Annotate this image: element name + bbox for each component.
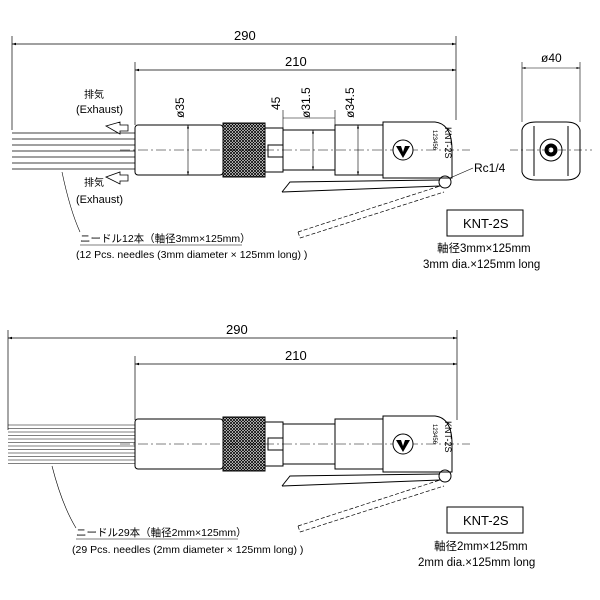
top-dim-210-label: 210 [285,54,307,69]
top-exhaust-jp-2: 排気 [84,176,104,189]
top-model-box-label: KNT-2S [463,216,509,231]
top-needle-leader [61,171,81,233]
top-spec-en: 3mm dia.×125mm long [423,259,540,271]
top-dim-dia35: ø35 [173,97,187,118]
top-lever-open [297,185,445,239]
top-exhaust-jp-1: 排気 [84,88,104,101]
top-exhaust-en-2: (Exhaust) [76,194,123,206]
bottom-needle-jp: ニードル29本（軸径2mm×125mm） [76,526,247,539]
top-tool-drawing: 290 210 [11,28,592,271]
top-lever [281,175,452,193]
bottom-needles [8,424,135,464]
top-exhaust-arrow-1 [104,121,129,135]
top-end-dia40: ø40 [541,51,562,65]
top-thread-label: Rc1/4 [474,161,506,175]
top-needle-jp: ニードル12本（軸径3mm×125mm） [80,232,251,245]
top-dim-290 [11,36,457,130]
bottom-dim-290 [7,330,458,430]
top-dim-dia315: ø31.5 [299,87,313,118]
bottom-spec-jp: 軸径2mm×125mm [434,539,528,553]
top-needle-en: (12 Pcs. needles (3mm diameter × 125mm l… [76,249,307,261]
top-spec-jp: 軸径3mm×125mm [437,241,531,255]
bottom-needle-en: (29 Pcs. needles (2mm diameter × 125mm l… [72,544,303,556]
bottom-tool-drawing: 290 210 [7,322,535,569]
bottom-needle-leader [51,465,77,529]
bottom-lever-open [297,479,445,533]
bottom-spec-en: 2mm dia.×125mm long [418,557,535,569]
top-body-marking-small: 123456 [431,130,437,151]
top-model-box [446,209,524,237]
bottom-model-box-label: KNT-2S [463,513,509,528]
top-end-view [510,62,592,181]
bottom-dim-210 [134,356,457,420]
top-diameter-dims [186,110,360,175]
bottom-body-marking: KNT-2S [443,421,453,453]
top-needles [12,132,135,170]
top-dim-45: 45 [269,96,283,110]
bottom-dim-210-label: 210 [285,348,307,363]
bottom-body-marking-small: 123456 [431,424,437,445]
top-thread-leader [449,167,474,179]
top-dim-290-label: 290 [234,28,256,43]
top-exhaust-en-1: (Exhaust) [76,104,123,116]
top-dim-dia345: ø34.5 [343,87,357,118]
bottom-body [134,415,453,473]
top-exhaust-arrow-2 [104,171,129,185]
top-dim-210 [134,62,456,125]
bottom-model-box [446,506,524,534]
top-body-marking: KNT-2S [443,127,453,159]
bottom-dim-290-label: 290 [226,322,248,337]
bottom-logo-icon [392,433,414,455]
top-logo-icon [392,139,414,161]
bottom-lever [281,469,452,487]
